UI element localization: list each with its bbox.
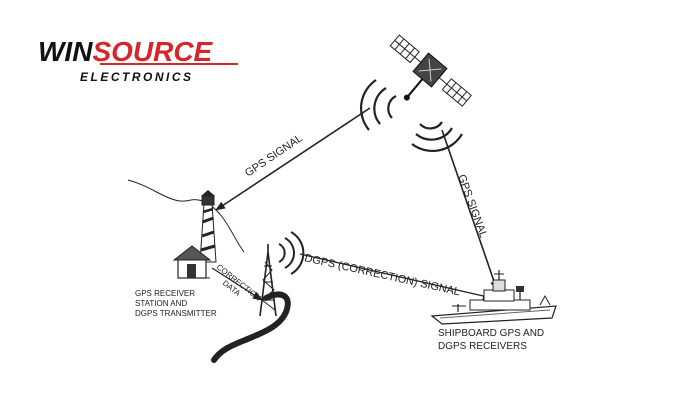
station-label: GPS RECEIVER STATION AND DGPS TRANSMITTE… <box>135 289 217 318</box>
building-icon <box>172 245 212 279</box>
logo-brand-part1: WIN <box>38 36 93 67</box>
ship-label-line1: SHIPBOARD GPS AND <box>438 328 544 339</box>
station-label-line2: STATION AND <box>135 299 187 308</box>
logo-brand-part2: SOURCE <box>92 36 213 67</box>
coastline-shore <box>211 291 291 363</box>
gps-signal-arrow-left <box>215 107 371 211</box>
logo-subtitle: ELECTRONICS <box>80 70 194 84</box>
station-label-line3: DGPS TRANSMITTER <box>135 309 217 318</box>
correction-data-arrow <box>211 267 263 301</box>
radio-tower-icon <box>259 244 277 317</box>
dgps-signal-arrow <box>299 253 493 300</box>
logo-brand-text: WINSOURCE <box>38 36 214 67</box>
ship-label: SHIPBOARD GPS AND DGPS RECEIVERS <box>438 328 544 352</box>
gps-signal-label-right: GPS SIGNAL <box>455 173 489 240</box>
lighthouse-icon <box>199 190 217 263</box>
ship-label-line2: DGPS RECEIVERS <box>438 341 527 352</box>
signal-arrows <box>211 107 498 301</box>
dgps-signal-label: DGPS (CORRECTION) SIGNAL <box>303 252 461 298</box>
ship-icon <box>430 270 557 325</box>
coastline-upper <box>127 179 206 203</box>
satellite-icon <box>389 34 472 107</box>
tower-waves <box>278 231 305 275</box>
company-logo: WINSOURCE ELECTRONICS <box>38 36 238 84</box>
station-label-line1: GPS RECEIVER <box>135 289 195 298</box>
gps-signal-arrow-right <box>441 129 498 291</box>
satellite-waves <box>359 79 463 152</box>
